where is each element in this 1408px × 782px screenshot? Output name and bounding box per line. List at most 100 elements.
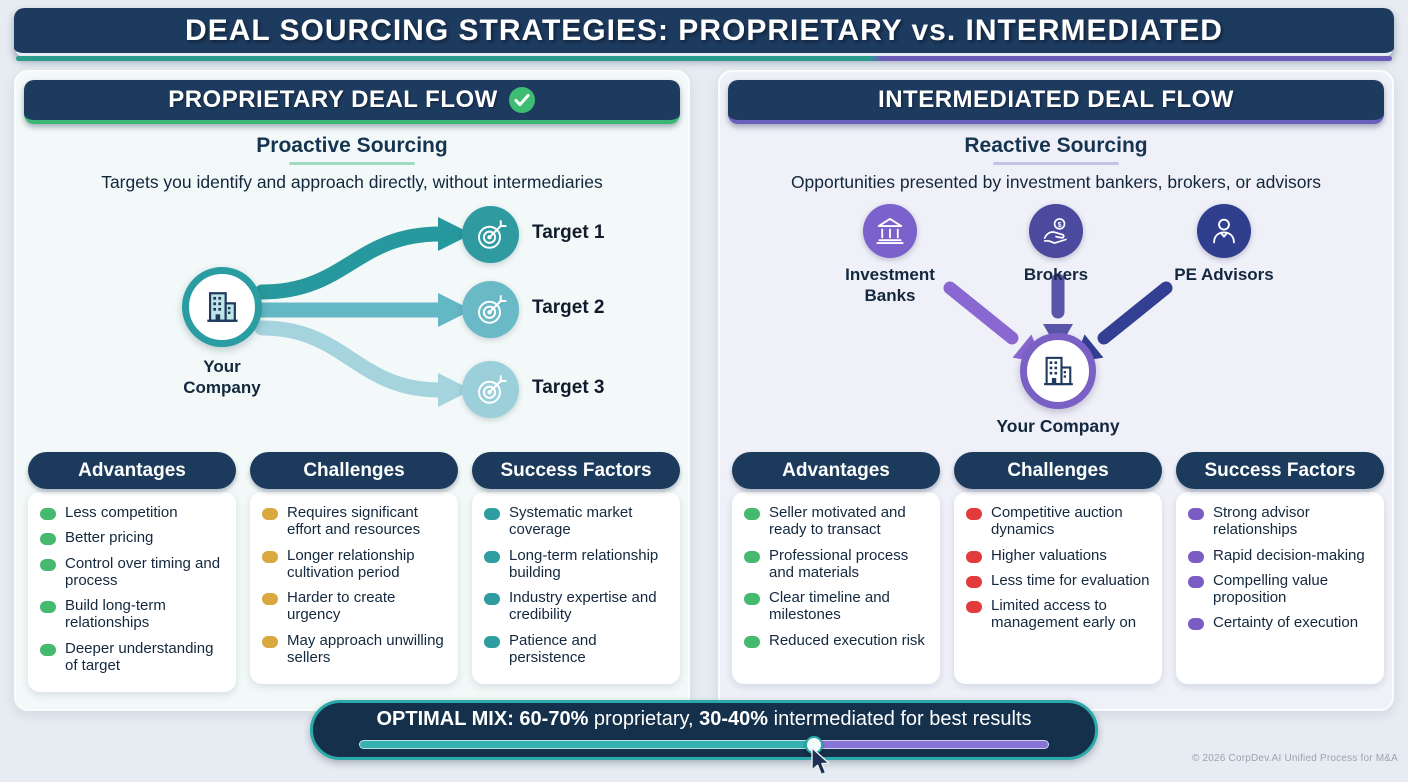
proprietary-arrows bbox=[254, 217, 472, 407]
list-item-text: Certainty of execution bbox=[1213, 614, 1359, 632]
bank-icon bbox=[873, 214, 907, 248]
list-item: Higher valuations bbox=[966, 547, 1152, 564]
bullet-dot-icon bbox=[262, 635, 278, 648]
list-item: Patience and persistence bbox=[484, 632, 670, 667]
list-item: Competitive auction dynamics bbox=[966, 504, 1152, 539]
bullet-dot-icon bbox=[484, 593, 500, 605]
pe-advisor-icon-node bbox=[1197, 204, 1251, 258]
intermediated-arrows bbox=[943, 273, 1173, 363]
bullet-dot-icon bbox=[40, 601, 56, 613]
copyright-note: © 2026 CorpDev.AI Unified Process for M&… bbox=[1191, 753, 1398, 764]
brokers-node: $ bbox=[1029, 204, 1083, 258]
list-item-text: Professional process and materials bbox=[769, 546, 909, 581]
mouse-cursor-icon bbox=[810, 747, 836, 782]
list-item: Professional process and materials bbox=[744, 547, 930, 582]
bullet-dot-icon bbox=[966, 601, 982, 613]
bullet-dot-icon bbox=[744, 593, 760, 605]
bullet-dot-icon bbox=[262, 593, 278, 605]
target-icon bbox=[473, 217, 509, 253]
list-item-text: Compelling value proposition bbox=[1213, 571, 1329, 606]
main-title-bar: DEAL SOURCING STRATEGIES: PROPRIETARY vs… bbox=[14, 8, 1394, 58]
bullet-dot-icon bbox=[262, 550, 278, 563]
bullet-dot-icon bbox=[1188, 508, 1204, 520]
your-company-node bbox=[1020, 333, 1096, 409]
list-item-text: Harder to create urgency bbox=[287, 589, 396, 624]
column-card: Requires significant effort and resource… bbox=[250, 492, 458, 684]
person-icon bbox=[1207, 214, 1241, 248]
building-icon bbox=[200, 285, 244, 329]
target-2-label: Target 2 bbox=[532, 297, 605, 318]
optimal-mix-text-part: intermediated for best results bbox=[768, 708, 1032, 730]
list-item: Seller motivated and ready to transact bbox=[744, 504, 930, 539]
investment-banks-node bbox=[863, 204, 917, 258]
optimal-mix-text-part: OPTIMAL MIX: 60-70% bbox=[376, 708, 589, 730]
investment-banks-label: Investment Banks bbox=[845, 265, 935, 306]
your-company-label: Your Company bbox=[996, 416, 1120, 436]
bullet-dot-icon bbox=[966, 508, 982, 520]
list-item-text: Rapid decision-making bbox=[1213, 546, 1365, 564]
list-item-text: Patience and persistence bbox=[509, 631, 597, 666]
list-item: Requires significant effort and resource… bbox=[262, 504, 448, 539]
bullet-dot-icon bbox=[1188, 575, 1204, 588]
list-item: Clear timeline and milestones bbox=[744, 589, 930, 624]
list-item: May approach unwilling sellers bbox=[262, 632, 448, 667]
target-icon bbox=[473, 292, 509, 328]
bullet-dot-icon bbox=[484, 508, 500, 520]
column-header: Advantages bbox=[28, 452, 236, 489]
proprietary-flow-diagram: Your Company bbox=[16, 194, 692, 452]
list-item-text: Strong advisor relationships bbox=[1213, 504, 1310, 539]
list-item: Rapid decision-making bbox=[1188, 547, 1374, 564]
bullet-dot-icon bbox=[966, 550, 982, 563]
brokers-label: Brokers bbox=[1023, 265, 1089, 284]
mix-slider-track[interactable] bbox=[359, 736, 1049, 776]
your-company-label: Your Company bbox=[183, 357, 261, 398]
page-title: DEAL SOURCING STRATEGIES: PROPRIETARY vs… bbox=[185, 13, 1223, 47]
bullet-dot-icon bbox=[40, 643, 56, 656]
list-item-text: Higher valuations bbox=[991, 546, 1107, 564]
intermediated-subtitle: Reactive Sourcing bbox=[964, 134, 1148, 157]
bullet-dot-icon bbox=[40, 508, 56, 520]
intermediated-panel-title: INTERMEDIATED DEAL FLOW bbox=[878, 86, 1234, 113]
svg-text:$: $ bbox=[1058, 221, 1062, 229]
proprietary-panel-header: PROPRIETARY DEAL FLOW bbox=[24, 80, 680, 124]
list-item-text: Seller motivated and ready to transact bbox=[769, 504, 906, 539]
list-item-text: Competitive auction dynamics bbox=[991, 504, 1123, 539]
bullet-dot-icon bbox=[1188, 550, 1204, 563]
column-header: Success Factors bbox=[472, 452, 680, 489]
target-2-node bbox=[462, 281, 519, 338]
list-item-text: May approach unwilling sellers bbox=[287, 631, 444, 666]
list-item-text: Better pricing bbox=[65, 529, 154, 547]
list-item-text: Build long-term relationships bbox=[65, 597, 166, 632]
intermediated-panel: INTERMEDIATED DEAL FLOW Reactive Sourcin… bbox=[718, 70, 1394, 711]
building-icon bbox=[1037, 350, 1079, 392]
bullet-dot-icon bbox=[744, 508, 760, 520]
optimal-mix-text-part: 30-40% bbox=[699, 708, 769, 730]
bullet-dot-icon bbox=[262, 508, 278, 520]
list-item-text: Control over timing and process bbox=[65, 554, 221, 589]
list-item-text: Reduced execution risk bbox=[769, 631, 925, 649]
list-item-text: Less time for evaluation bbox=[991, 571, 1150, 589]
list-item: Better pricing bbox=[40, 529, 226, 546]
list-item-text: Less competition bbox=[65, 504, 178, 521]
column-header: Challenges bbox=[954, 452, 1162, 489]
list-item: Harder to create urgency bbox=[262, 589, 448, 624]
column-header: Advantages bbox=[732, 452, 940, 489]
your-company-node bbox=[182, 267, 262, 347]
bullet-dot-icon bbox=[744, 635, 760, 648]
list-item: Compelling value proposition bbox=[1188, 572, 1374, 607]
list-item-text: Deeper understanding of target bbox=[65, 639, 214, 674]
list-item: Long-term relationship building bbox=[484, 547, 670, 582]
column-header: Challenges bbox=[250, 452, 458, 489]
list-item: Strong advisor relationships bbox=[1188, 504, 1374, 539]
intermediated-flow-diagram: $ Investment Banks Brokers PE Advisors bbox=[720, 194, 1396, 452]
list-item: Less time for evaluation bbox=[966, 572, 1152, 589]
hand-money-icon: $ bbox=[1039, 214, 1073, 248]
